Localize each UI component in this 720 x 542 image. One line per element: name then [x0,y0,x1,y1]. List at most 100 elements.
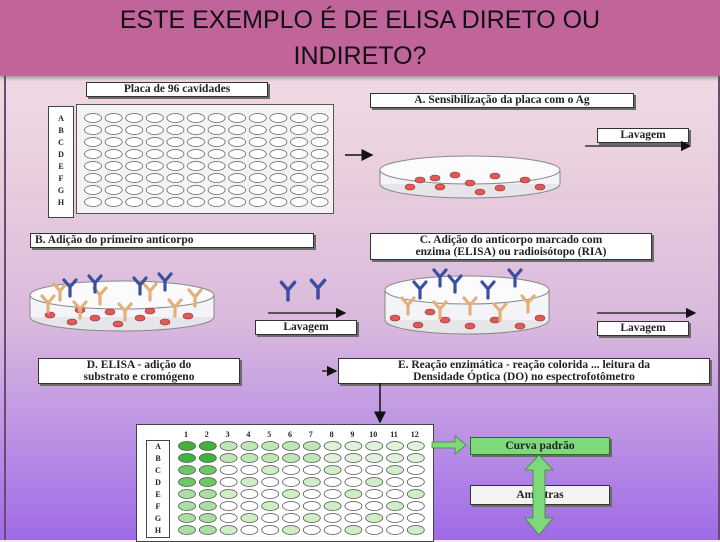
green-double-arrow [525,455,553,535]
antigen [67,319,77,325]
plate-well [345,454,362,463]
antigen [425,309,435,315]
plate-well [311,162,328,171]
plate-well [85,114,102,123]
plate-well [324,478,341,487]
plate-well [208,186,225,195]
plate-well [345,442,362,451]
plate-well [311,126,328,135]
plate-well [249,198,266,207]
plate-well [249,114,266,123]
plate-well [220,454,237,463]
plate-well [249,150,266,159]
plate-well [311,114,328,123]
labeled-antibody [281,282,294,300]
plate-well [303,454,320,463]
plate-well [229,150,246,159]
plate-well [366,526,383,535]
plate-well [311,150,328,159]
plate-well [241,514,258,523]
plate-well [241,526,258,535]
plate-well [220,442,237,451]
plate-well [291,174,308,183]
plate-well [167,114,184,123]
plate-well [345,478,362,487]
labeled-antibody [311,280,324,298]
plate-well [387,466,404,475]
plate-well [188,198,205,207]
antigen [45,312,55,318]
plate-well [188,174,205,183]
antigen [475,189,485,195]
plate-well [179,442,196,451]
antigen [390,315,400,321]
plate-well [387,526,404,535]
antigen [413,322,423,328]
plate-well [283,466,300,475]
plate-well [208,162,225,171]
plate-well [105,186,122,195]
plate-well [208,114,225,123]
plate-well [407,478,424,487]
plate-well [262,514,279,523]
plate-well [126,162,143,171]
plate-well [387,442,404,451]
plate-well [262,478,279,487]
plate-well [345,526,362,535]
plate-well [283,502,300,511]
plate-well [324,454,341,463]
plate-well [303,490,320,499]
antigen [515,323,525,329]
plate-well [105,150,122,159]
plate-well [407,502,424,511]
antigen [90,315,100,321]
plate-well [220,502,237,511]
plate-well [249,174,266,183]
plate-well [407,466,424,475]
plate-well [167,138,184,147]
plate-well [291,162,308,171]
dish-b-rim [30,281,214,309]
plate-well [229,138,246,147]
plate-well [179,514,196,523]
plate-well [387,502,404,511]
plate-well [291,198,308,207]
plate-well [220,514,237,523]
plate-well [324,502,341,511]
plate-well [387,490,404,499]
plate-well [105,114,122,123]
plate-well [249,186,266,195]
plate-well [303,514,320,523]
plate-well [146,162,163,171]
plate-well [85,186,102,195]
plate-well [366,490,383,499]
plate-well [270,162,287,171]
plate-well [199,454,216,463]
plate-well [262,442,279,451]
plate-well [270,138,287,147]
plate-well [146,198,163,207]
plate-well [220,526,237,535]
plate-well [270,126,287,135]
plate-well [283,478,300,487]
plate-well [229,162,246,171]
plate-well [188,126,205,135]
plate-well [126,198,143,207]
plate-well [167,162,184,171]
plate-well [241,454,258,463]
plate-well [105,162,122,171]
antigen [535,184,545,190]
plate-well [199,502,216,511]
plate-well [291,186,308,195]
plate-well [366,442,383,451]
plate-well [366,466,383,475]
plate-well [283,442,300,451]
plate-well [291,138,308,147]
plate-well [179,502,196,511]
plate-well [303,502,320,511]
antigen [160,319,170,325]
plate-well [345,502,362,511]
plate-well [324,526,341,535]
plate-well [303,466,320,475]
